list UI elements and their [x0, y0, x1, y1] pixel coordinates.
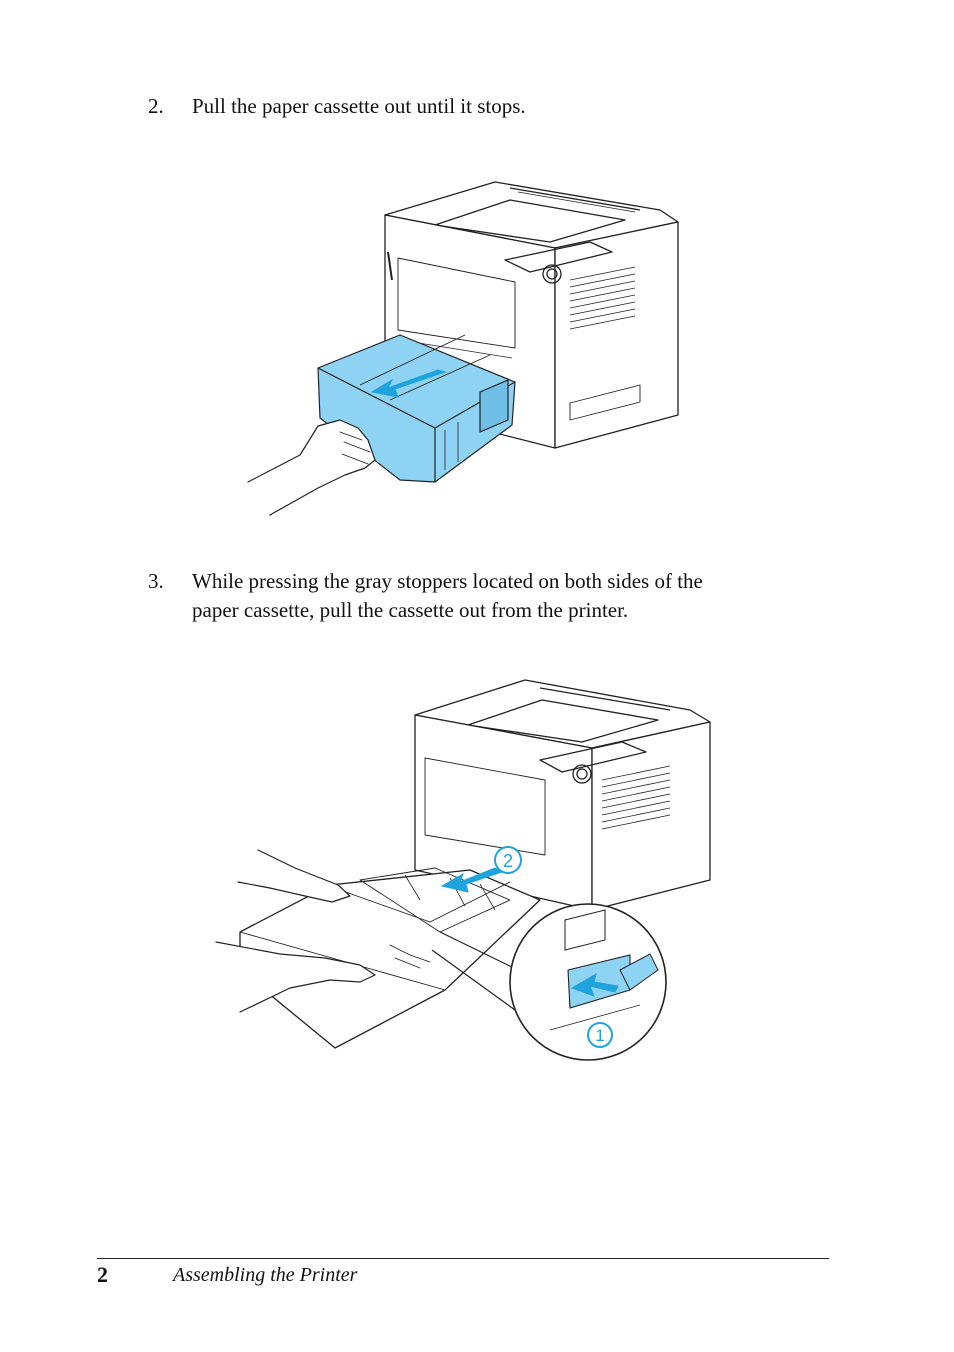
step-text: Pull the paper cassette out until it sto… — [192, 92, 842, 121]
step-text-line: Pull the paper cassette out until it sto… — [192, 94, 526, 118]
callout-1-label: 1 — [595, 1026, 604, 1045]
step-text-line: paper cassette, pull the cassette out fr… — [192, 598, 629, 622]
zoom-inset — [509, 903, 667, 1061]
step-text: While pressing the gray stoppers located… — [192, 567, 842, 625]
illustration-pull-cassette — [247, 181, 679, 516]
step-number: 3. — [148, 569, 164, 593]
callout-2-label: 2 — [503, 851, 513, 871]
callout-2-circle — [494, 846, 522, 874]
footer-section-title: Assembling the Printer — [173, 1264, 358, 1286]
page-number: 2 — [97, 1262, 108, 1287]
footer-rule — [97, 1258, 829, 1259]
step-text-line: While pressing the gray stoppers located… — [192, 569, 703, 593]
illustration-remove-cassette: 2 1 — [215, 679, 711, 1061]
callout-1-circle — [587, 1022, 613, 1048]
step-number: 2. — [148, 94, 164, 118]
